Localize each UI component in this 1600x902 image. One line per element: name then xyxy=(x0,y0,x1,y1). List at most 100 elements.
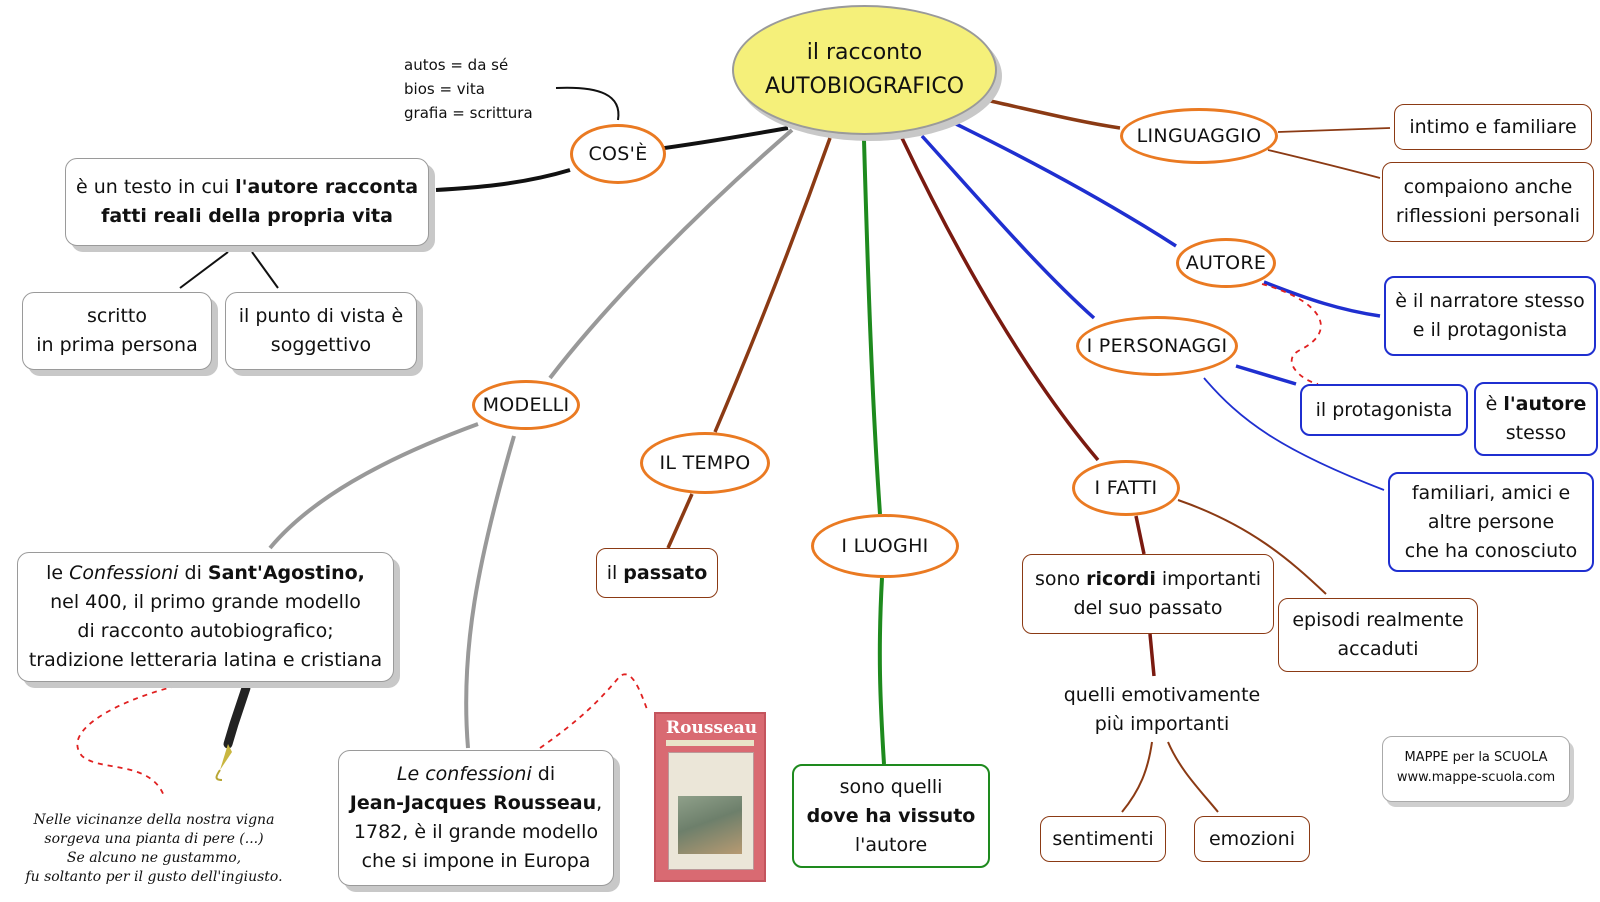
first-person-line2: in prima persona xyxy=(36,334,198,356)
link-def-viewpoint xyxy=(251,251,279,289)
link-root-cose xyxy=(649,126,789,152)
luoghi-box[interactable]: sono quelli dove ha vissuto l'autore xyxy=(792,764,990,868)
passato-pre: il xyxy=(606,561,624,584)
sentimenti-box[interactable]: sentimenti xyxy=(1040,816,1166,862)
node-linguaggio-label: LINGUAGGIO xyxy=(1136,124,1262,147)
credit-line1: MAPPE per la SCUOLA xyxy=(1404,750,1548,765)
narratore-box[interactable]: è il narratore stesso e il protagonista xyxy=(1384,276,1596,356)
altri-personaggi-box[interactable]: familiari, amici e altre persone che ha … xyxy=(1388,472,1594,572)
luoghi-line1: sono quelli xyxy=(839,775,943,798)
node-tempo[interactable]: IL TEMPO xyxy=(640,432,770,494)
link-def-firstperson xyxy=(179,251,229,289)
autore-stesso-box[interactable]: è l'autore stesso xyxy=(1474,382,1598,456)
definition-line2: fatti reali della propria vita xyxy=(101,205,393,227)
emotivi-line1: quelli emotivamente xyxy=(1063,684,1261,706)
viewpoint-box[interactable]: il punto di vista è soggettivo xyxy=(225,292,417,370)
fountain-pen-icon xyxy=(215,683,251,781)
definition-box[interactable]: è un testo in cui l'autore racconta fatt… xyxy=(65,158,429,246)
ricordi-box[interactable]: sono ricordi importanti del suo passato xyxy=(1022,554,1274,634)
credit-badge[interactable]: MAPPE per la SCUOLA www.mappe-scuola.com xyxy=(1382,736,1570,802)
agostino-line1: le Confessioni di Sant'Agostino, xyxy=(46,559,365,588)
emozioni-label: emozioni xyxy=(1208,827,1296,850)
node-cose-label: COS'È xyxy=(588,142,648,165)
definition-bold1: l'autore racconta xyxy=(235,176,419,198)
link-tempo-passato xyxy=(666,493,694,549)
quote-line1: Nelle vicinanze della nostra vigna xyxy=(33,812,275,828)
autore-stesso-bold: l'autore xyxy=(1503,393,1587,415)
rousseau-box[interactable]: Le confessioni di Jean-Jacques Rousseau,… xyxy=(338,750,614,886)
node-luoghi[interactable]: I LUOGHI xyxy=(811,514,959,578)
riflessioni-box[interactable]: compaiono anche riflessioni personali xyxy=(1382,162,1594,242)
viewpoint-line1: il punto di vista è xyxy=(238,305,404,327)
emotivi-text: quelli emotivamente più importanti xyxy=(1052,678,1272,742)
link-personaggi-protagonista xyxy=(1235,364,1297,386)
rousseau-line2: Jean-Jacques Rousseau, xyxy=(350,789,602,818)
protagonista-box[interactable]: il protagonista xyxy=(1300,384,1468,436)
link-agostino-quote-dashed xyxy=(76,685,177,797)
ricordi-post: importanti xyxy=(1155,568,1262,590)
link-modelli-rousseau xyxy=(464,435,516,749)
riflessioni-line1: compaiono anche xyxy=(1403,176,1573,198)
agostino-line2: nel 400, il primo grande modello xyxy=(50,591,361,613)
rousseau-line4: che si impone in Europa xyxy=(361,850,591,872)
link-fatti-episodi xyxy=(1177,499,1327,595)
root-title-line2: AUTOBIOGRAFICO xyxy=(764,74,965,99)
node-cose[interactable]: COS'È xyxy=(570,124,666,184)
narratore-line1: è il narratore stesso xyxy=(1395,290,1585,312)
quote-line4: fu soltanto per il gusto dell'ingiusto. xyxy=(25,869,283,885)
episodi-line2: accaduti xyxy=(1337,638,1419,660)
node-personaggi[interactable]: I PERSONAGGI xyxy=(1076,316,1238,376)
episodi-box[interactable]: episodi realmente accaduti xyxy=(1278,598,1478,672)
intimo-label: intimo e familiare xyxy=(1409,115,1577,138)
etymology-bios: bios = vita xyxy=(404,80,485,98)
intimo-box[interactable]: intimo e familiare xyxy=(1394,104,1592,150)
luoghi-line3: l'autore xyxy=(854,833,928,856)
root-node[interactable]: il racconto AUTOBIOGRAFICO xyxy=(732,5,997,135)
link-autore-protagonista-dashed xyxy=(1261,283,1322,385)
link-root-linguaggio xyxy=(985,98,1121,130)
first-person-box[interactable]: scritto in prima persona xyxy=(22,292,212,370)
etymology-autos: autos = da sé xyxy=(404,56,509,74)
riflessioni-line2: riflessioni personali xyxy=(1395,205,1581,227)
agostino-quote: Nelle vicinanze della nostra vigna sorge… xyxy=(6,808,302,890)
node-fatti-label: I FATTI xyxy=(1094,476,1158,499)
link-root-tempo xyxy=(713,137,832,433)
emozioni-box[interactable]: emozioni xyxy=(1194,816,1310,862)
autore-stesso-pre: è xyxy=(1485,393,1504,415)
ricordi-pre: sono xyxy=(1034,568,1087,590)
rousseau-line3: 1782, è il grande modello xyxy=(353,821,599,843)
link-linguaggio-rifl xyxy=(1267,149,1381,179)
node-autore-label: AUTORE xyxy=(1185,251,1267,274)
node-linguaggio[interactable]: LINGUAGGIO xyxy=(1120,108,1278,164)
protagonista-label: il protagonista xyxy=(1315,398,1453,421)
node-fatti[interactable]: I FATTI xyxy=(1072,460,1180,516)
link-cose-definition xyxy=(435,168,571,192)
autore-stesso-line2: stesso xyxy=(1505,422,1567,444)
ricordi-line1: sono ricordi importanti xyxy=(1035,565,1261,594)
link-ricordi-emotivi xyxy=(1148,633,1156,677)
rousseau-name: Jean-Jacques Rousseau xyxy=(349,792,597,814)
altri-line1: familiari, amici e xyxy=(1411,481,1571,504)
agostino-t3: di xyxy=(178,562,208,584)
link-modelli-agostino xyxy=(268,422,479,550)
etymology-note: autos = da sé bios = vita grafia = scrit… xyxy=(404,52,544,126)
agostino-box[interactable]: le Confessioni di Sant'Agostino, nel 400… xyxy=(17,552,394,682)
node-tempo-label: IL TEMPO xyxy=(659,451,751,474)
link-root-luoghi xyxy=(862,139,882,515)
rousseau-line1: Le confessioni di xyxy=(397,760,555,789)
link-root-personaggi xyxy=(920,134,1096,320)
root-title-line1: il racconto xyxy=(806,40,923,65)
passato-box[interactable]: il passato xyxy=(596,548,718,598)
node-modelli[interactable]: MODELLI xyxy=(472,380,580,430)
ricordi-bold: ricordi xyxy=(1086,568,1156,590)
link-root-autore xyxy=(955,122,1177,248)
link-emotivi-sentimenti xyxy=(1121,741,1153,813)
link-fatti-ricordi xyxy=(1134,515,1146,555)
rousseau-t2: di xyxy=(531,763,556,785)
node-autore[interactable]: AUTORE xyxy=(1176,238,1276,288)
agostino-line4: tradizione letteraria latina e cristiana xyxy=(28,649,383,671)
passato-text: il passato xyxy=(607,559,708,588)
node-modelli-label: MODELLI xyxy=(482,393,570,416)
credit-line2: www.mappe-scuola.com xyxy=(1396,770,1556,785)
rousseau-confessioni: Le confessioni xyxy=(396,763,532,785)
